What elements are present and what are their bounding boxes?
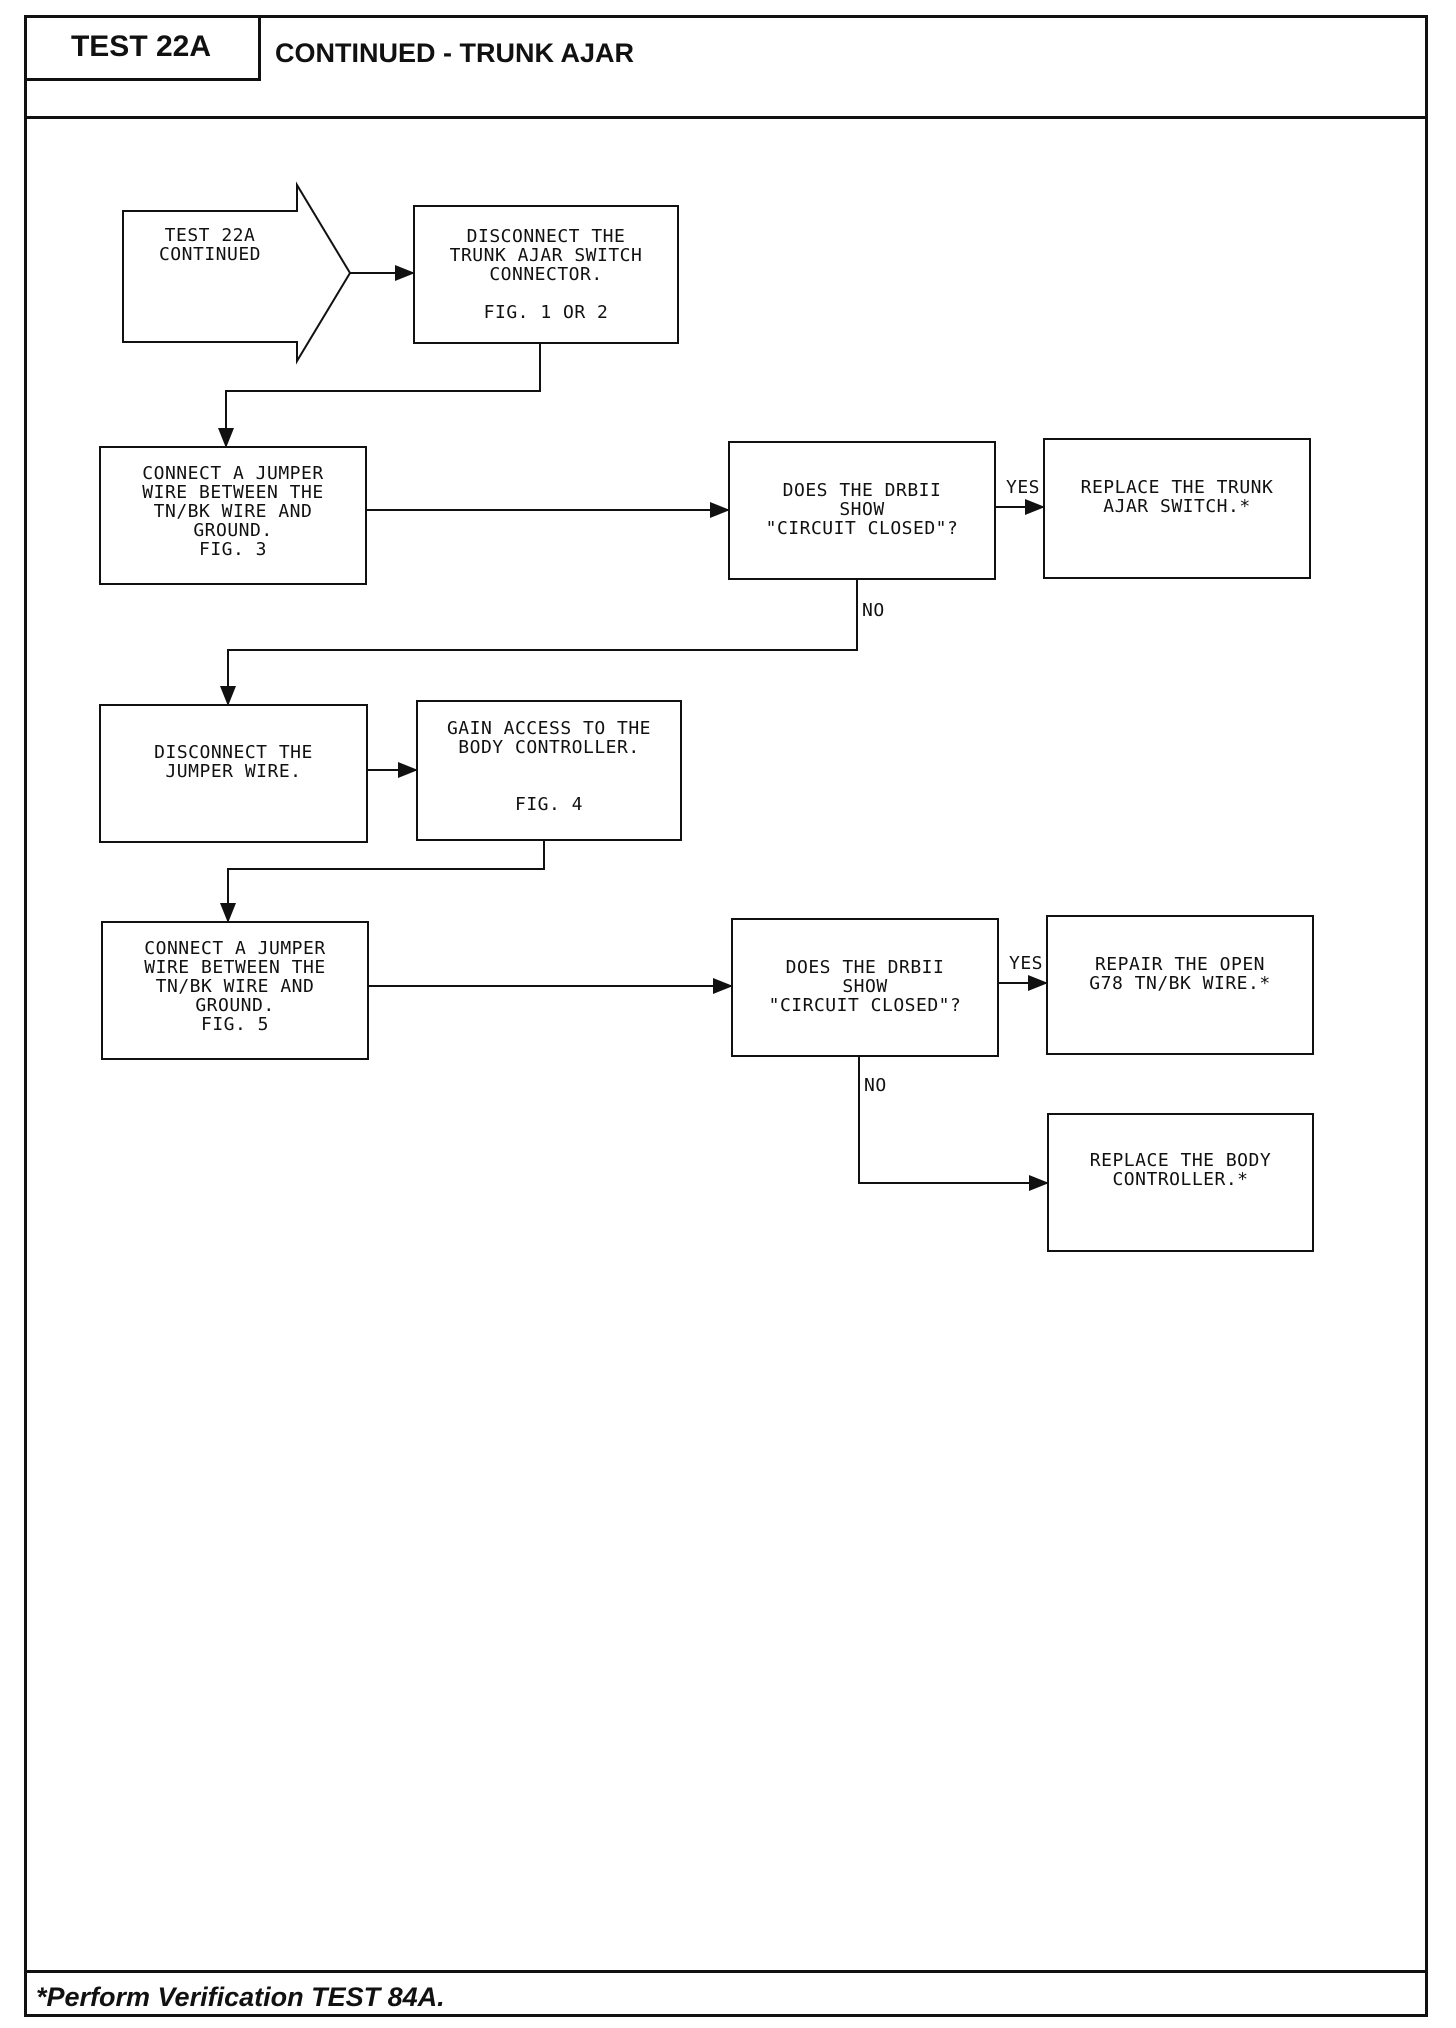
step-connect-jumper-1: CONNECT A JUMPER WIRE BETWEEN THE TN/BK … <box>99 446 367 585</box>
step-gain-access-controller: GAIN ACCESS TO THE BODY CONTROLLER. FIG.… <box>416 700 682 841</box>
start-arrow-shape <box>122 181 352 365</box>
result-repair-open-wire: REPAIR THE OPEN G78 TN/BK WIRE.* <box>1046 915 1314 1055</box>
page-frame <box>24 15 1428 2017</box>
footer-note: *Perform Verification TEST 84A. <box>36 1982 445 2012</box>
decision-circuit-closed-1: DOES THE DRBII SHOW "CIRCUIT CLOSED"? <box>728 441 996 580</box>
decision-circuit-closed-2: DOES THE DRBII SHOW "CIRCUIT CLOSED"? <box>731 918 999 1057</box>
no-label-2: NO <box>864 1075 887 1096</box>
page-title: CONTINUED - TRUNK AJAR <box>275 38 634 68</box>
yes-label-2: YES <box>1009 953 1044 974</box>
step-disconnect-switch: DISCONNECT THE TRUNK AJAR SWITCH CONNECT… <box>413 205 679 344</box>
start-node-label: TEST 22A CONTINUED <box>158 225 262 265</box>
step-disconnect-jumper: DISCONNECT THE JUMPER WIRE. <box>99 704 368 843</box>
result-replace-trunk-switch: REPLACE THE TRUNK AJAR SWITCH.* <box>1043 438 1311 579</box>
test-label: TEST 22A <box>24 15 261 81</box>
yes-label-1: YES <box>1006 477 1041 498</box>
step-connect-jumper-2: CONNECT A JUMPER WIRE BETWEEN THE TN/BK … <box>101 921 369 1060</box>
result-replace-body-controller: REPLACE THE BODY CONTROLLER.* <box>1047 1113 1314 1252</box>
footer-divider <box>24 1970 1428 1973</box>
no-label-1: NO <box>862 600 885 621</box>
header-divider <box>24 116 1428 119</box>
